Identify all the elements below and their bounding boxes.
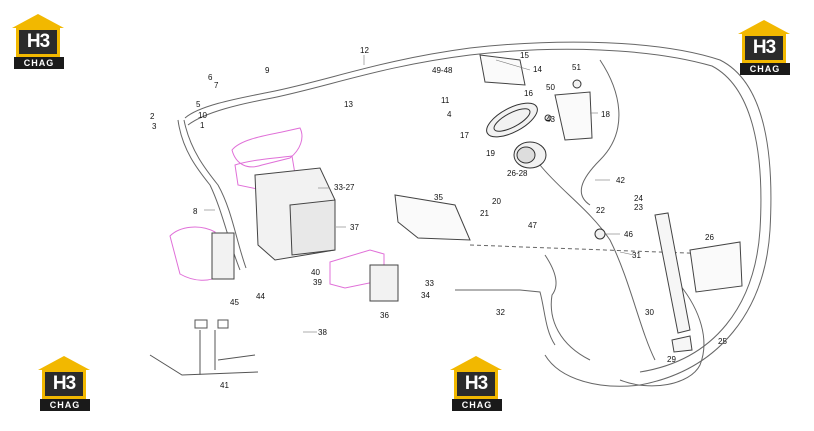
callout-17: 17	[460, 131, 469, 140]
callout-39: 39	[313, 278, 322, 287]
callout-38: 38	[318, 328, 327, 337]
callout-22: 22	[596, 206, 605, 215]
callout-51: 51	[572, 63, 581, 72]
logo-name: CHAG	[40, 399, 90, 411]
callout-14: 14	[533, 65, 542, 74]
callout-19: 19	[486, 149, 495, 158]
pink-pad-left	[169, 226, 219, 281]
brand-logo-bottom-center: H3 CHAG	[448, 356, 506, 414]
callout-47: 47	[528, 221, 537, 230]
callout-8: 8	[193, 207, 198, 216]
brand-logo-top-right: H3 CHAG	[736, 20, 794, 78]
harness-25	[619, 284, 705, 387]
connector-41a	[194, 319, 208, 329]
callout-20: 20	[492, 197, 501, 206]
logo-roof-icon	[12, 14, 64, 28]
callout-36: 36	[380, 311, 389, 320]
panel-36	[369, 264, 399, 302]
callout-33: 33	[425, 279, 434, 288]
callout-35: 35	[434, 193, 443, 202]
nut-43	[544, 114, 552, 122]
knob-46	[594, 228, 606, 240]
callout-44: 44	[256, 292, 265, 301]
logo-roof-icon	[38, 356, 90, 370]
callout-46: 46	[624, 230, 633, 239]
callout-41: 41	[220, 381, 229, 390]
callout-37: 37	[350, 223, 359, 232]
compressor-19-face	[516, 146, 536, 164]
callout-5: 5	[196, 100, 201, 109]
callout-6: 6	[208, 73, 213, 82]
bracket-14	[479, 54, 526, 86]
callout-23: 23	[634, 203, 643, 212]
callout-2: 2	[150, 112, 155, 121]
panel-45	[211, 232, 235, 280]
callout-42: 42	[616, 176, 625, 185]
callout-18: 18	[601, 110, 610, 119]
harness-41	[149, 330, 259, 376]
nut-51	[572, 79, 582, 89]
bracket-26	[689, 241, 743, 293]
logo-roof-icon	[738, 20, 790, 34]
bracket-35	[394, 194, 471, 241]
logo-mark: H3	[457, 372, 495, 396]
callout-26: 26	[705, 233, 714, 242]
strut-30	[671, 335, 693, 353]
callout-13: 13	[344, 100, 353, 109]
callout-4: 4	[447, 110, 452, 119]
logo-roof-icon	[450, 356, 502, 370]
callout-29: 29	[667, 355, 676, 364]
callout-34: 34	[421, 291, 430, 300]
callout-26-28: 26-28	[507, 169, 528, 178]
callout-10: 10	[198, 111, 207, 120]
hvac-box-front	[289, 199, 336, 256]
logo-mark: H3	[19, 30, 57, 54]
callout-16: 16	[524, 89, 533, 98]
callout-32: 32	[496, 308, 505, 317]
brand-logo-bottom-left: H3 CHAG	[36, 356, 94, 414]
callout-50: 50	[546, 83, 555, 92]
callout-21: 21	[480, 209, 489, 218]
callout-24: 24	[634, 194, 643, 203]
harness-12	[184, 41, 772, 387]
callout-30: 30	[645, 308, 654, 317]
harness-13	[187, 48, 762, 373]
cable-lower	[544, 254, 591, 361]
harness-left-b	[183, 119, 247, 269]
logo-name: CHAG	[452, 399, 502, 411]
logo-name: CHAG	[740, 63, 790, 75]
strut-29	[654, 212, 691, 334]
callout-49-48: 49-48	[432, 66, 453, 75]
logo-mark: H3	[745, 36, 783, 60]
connector-41b	[217, 319, 229, 329]
callout-3: 3	[152, 122, 157, 131]
callout-11: 11	[441, 96, 450, 105]
callout-15: 15	[520, 51, 529, 60]
callout-7: 7	[214, 81, 219, 90]
callout-31: 31	[632, 251, 641, 260]
ring-17-inner	[493, 108, 531, 132]
harness-22	[539, 164, 656, 361]
callout-43: 43	[546, 115, 555, 124]
harness-right	[580, 59, 620, 206]
callout-25: 25	[718, 337, 727, 346]
brand-logo-top-left: H3 CHAG	[10, 14, 68, 72]
cable-32	[455, 289, 556, 346]
bracket-18	[554, 91, 593, 141]
logo-mark: H3	[45, 372, 83, 396]
callout-12: 12	[360, 46, 369, 55]
callout-33-27: 33-27	[334, 183, 355, 192]
pink-pad-top	[231, 127, 303, 168]
callout-40: 40	[311, 268, 320, 277]
callout-9: 9	[265, 66, 270, 75]
logo-name: CHAG	[14, 57, 64, 69]
callout-1: 1	[200, 121, 205, 130]
callout-45: 45	[230, 298, 239, 307]
